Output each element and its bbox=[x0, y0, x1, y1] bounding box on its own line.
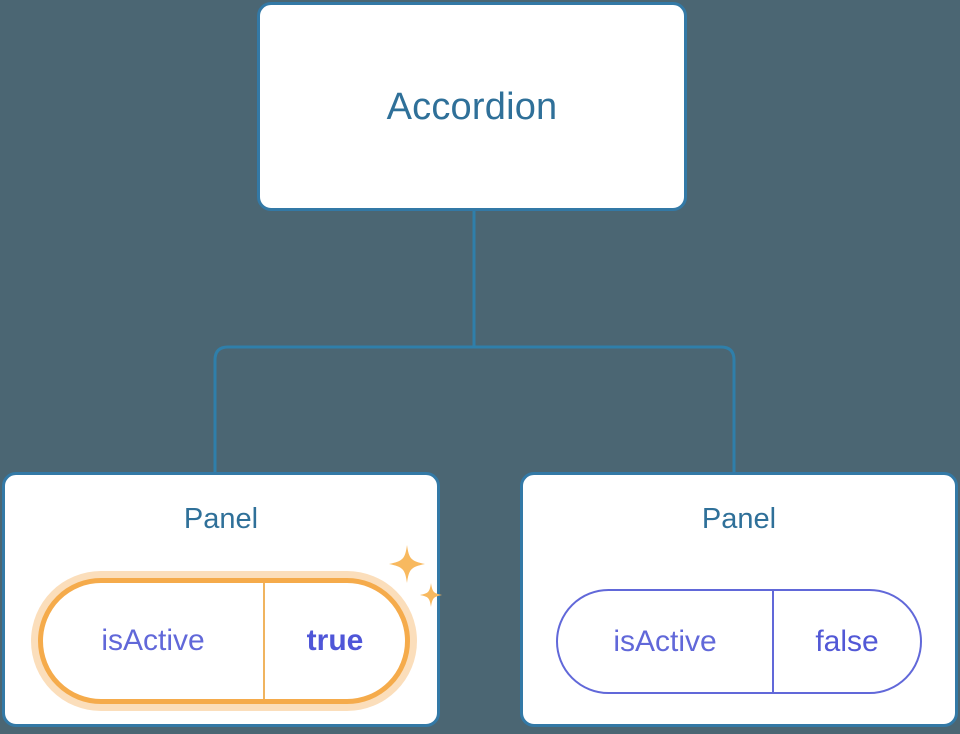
prop-pill-left-key: isActive bbox=[101, 624, 205, 657]
prop-pill-isactive-false[interactable]: isActive false bbox=[556, 589, 922, 694]
node-panel-left-title: Panel bbox=[183, 503, 259, 535]
prop-pill-right-key: isActive bbox=[613, 624, 717, 658]
node-accordion[interactable]: Accordion bbox=[257, 2, 687, 211]
prop-pill-left-wrapper: isActive true bbox=[38, 578, 410, 704]
prop-pill-right-wrapper: isActive false bbox=[556, 589, 922, 694]
connector-branch-left bbox=[213, 345, 474, 472]
prop-pill-left-value: true bbox=[263, 583, 405, 699]
node-accordion-title: Accordion bbox=[386, 85, 558, 128]
connector-branch-right bbox=[474, 345, 736, 472]
prop-pill-right-value: false bbox=[772, 591, 920, 692]
node-panel-right-title: Panel bbox=[701, 503, 777, 535]
prop-pill-isactive-true[interactable]: isActive true bbox=[38, 578, 410, 704]
